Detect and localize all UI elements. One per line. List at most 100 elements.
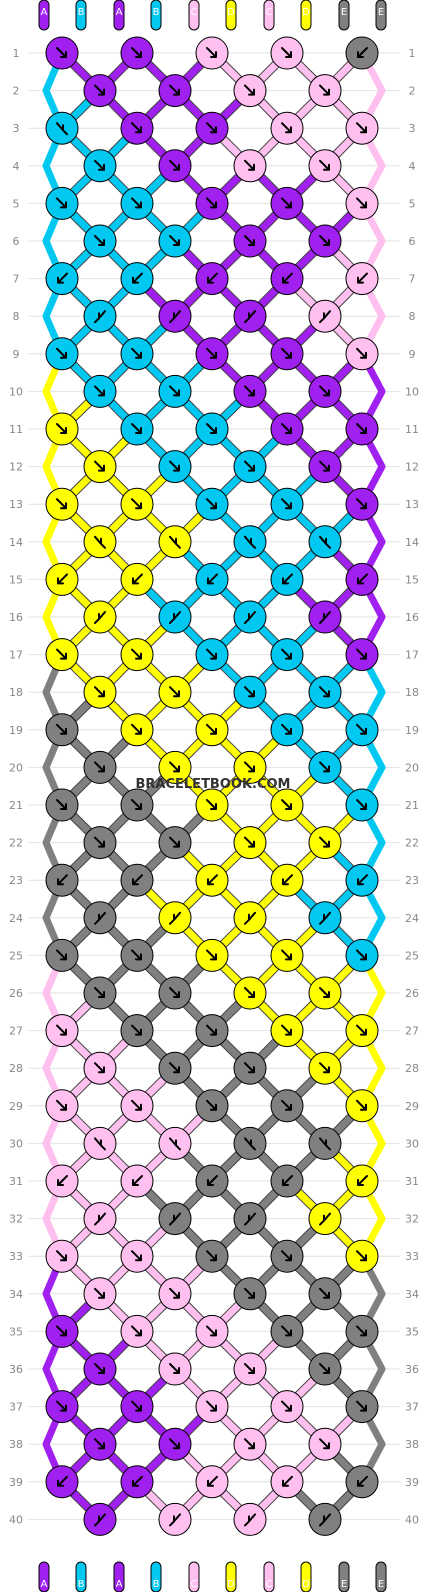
knot <box>45 412 79 446</box>
knot <box>308 1427 342 1461</box>
row-number-left: 29 <box>9 1100 23 1113</box>
knot-direction-arrow-icon <box>319 1062 330 1074</box>
knot <box>158 74 192 108</box>
row-number-left: 5 <box>13 197 20 210</box>
knot-direction-arrow-icon <box>206 799 217 810</box>
knot <box>270 1089 304 1123</box>
row-number-left: 6 <box>13 235 20 248</box>
row-number-right: 16 <box>405 611 419 624</box>
knot-direction-arrow-icon <box>131 799 142 810</box>
knot <box>45 36 79 70</box>
strand-top <box>225 0 237 31</box>
knot <box>45 487 79 521</box>
knot-direction-arrow-icon <box>56 197 67 209</box>
knot <box>120 111 154 145</box>
strand-top <box>375 0 387 31</box>
knot-direction-arrow-icon <box>169 235 180 246</box>
knot-direction-arrow-icon <box>131 723 142 735</box>
knot <box>345 1239 379 1273</box>
knot <box>158 1502 192 1536</box>
knot <box>308 600 342 634</box>
knot <box>233 1277 267 1311</box>
knot-direction-arrow-icon <box>56 122 68 136</box>
strand-label-top: E <box>341 7 347 18</box>
knot <box>195 938 229 972</box>
row-number-right: 30 <box>405 1137 419 1150</box>
knot <box>45 638 79 672</box>
knot-direction-arrow-icon <box>319 1363 330 1374</box>
row-number-left: 21 <box>9 799 23 812</box>
knot <box>120 638 154 672</box>
knot-direction-arrow-icon <box>319 686 330 698</box>
knot-direction-arrow-icon <box>319 235 330 246</box>
knot <box>83 1051 117 1085</box>
knot <box>233 976 267 1010</box>
row-number-left: 17 <box>9 649 23 662</box>
row-number-right: 22 <box>405 837 419 850</box>
watermark-text: BRACELETBOOK.COM <box>136 777 291 792</box>
knot-direction-arrow-icon <box>131 47 142 58</box>
row-number-left: 25 <box>9 949 23 962</box>
knot <box>270 938 304 972</box>
knot-direction-arrow-icon <box>94 535 106 549</box>
knot <box>345 1390 379 1424</box>
row-number-left: 14 <box>9 536 23 549</box>
knot <box>158 675 192 709</box>
knot-direction-arrow-icon <box>56 1024 67 1036</box>
knot-direction-arrow-icon <box>131 949 142 961</box>
knot-direction-arrow-icon <box>206 47 217 58</box>
knot-direction-arrow-icon <box>207 874 218 886</box>
strand-label-bottom: B <box>153 1579 160 1590</box>
strand-top <box>113 0 125 31</box>
knot-direction-arrow-icon <box>281 949 292 961</box>
knot <box>45 1014 79 1048</box>
strand-label-bottom: B <box>78 1579 85 1590</box>
knot-direction-arrow-icon <box>56 47 67 58</box>
knot <box>158 1126 192 1160</box>
knot-direction-arrow-icon <box>206 1325 217 1337</box>
knot-direction-arrow-icon <box>94 84 105 96</box>
row-number-right: 7 <box>409 273 416 286</box>
knot <box>308 1051 342 1085</box>
knot-direction-arrow-icon <box>357 47 368 58</box>
knot <box>308 826 342 860</box>
knot <box>45 788 79 822</box>
knot <box>158 525 192 559</box>
row-number-left: 28 <box>9 1062 23 1075</box>
knot-direction-arrow-icon <box>56 1250 67 1262</box>
knot <box>233 450 267 484</box>
knot <box>83 826 117 860</box>
knot <box>308 675 342 709</box>
knot-direction-arrow-icon <box>244 1438 255 1450</box>
knot <box>195 487 229 521</box>
knot <box>195 638 229 672</box>
row-number-left: 8 <box>13 310 20 323</box>
knot-direction-arrow-icon <box>319 987 330 998</box>
row-number-left: 34 <box>9 1288 23 1301</box>
strand-top <box>263 0 275 31</box>
knot <box>270 262 304 296</box>
row-number-left: 38 <box>9 1438 23 1451</box>
knot-direction-arrow-icon <box>281 347 292 359</box>
knot <box>345 638 379 672</box>
knot-direction-arrow-icon <box>94 310 106 324</box>
knot <box>233 525 267 559</box>
knot-direction-arrow-icon <box>244 987 255 998</box>
strand-top <box>38 0 50 31</box>
knot-direction-arrow-icon <box>94 1513 106 1527</box>
knot-direction-arrow-icon <box>169 84 180 96</box>
knot <box>45 1465 79 1499</box>
strand-label-top: A <box>41 7 48 18</box>
knot <box>270 863 304 897</box>
knot-direction-arrow-icon <box>56 1099 67 1111</box>
knot <box>345 186 379 220</box>
knot-direction-arrow-icon <box>169 686 180 698</box>
row-numbers-left: 1234567891011121314151617181920212223242… <box>9 47 23 1526</box>
knot-direction-arrow-icon <box>57 1175 68 1186</box>
knot-direction-arrow-icon <box>357 1475 368 1487</box>
knot-direction-arrow-icon <box>206 423 217 434</box>
knot <box>158 1202 192 1236</box>
knot <box>45 1089 79 1123</box>
row-number-left: 33 <box>9 1250 23 1263</box>
row-number-left: 11 <box>9 423 23 436</box>
